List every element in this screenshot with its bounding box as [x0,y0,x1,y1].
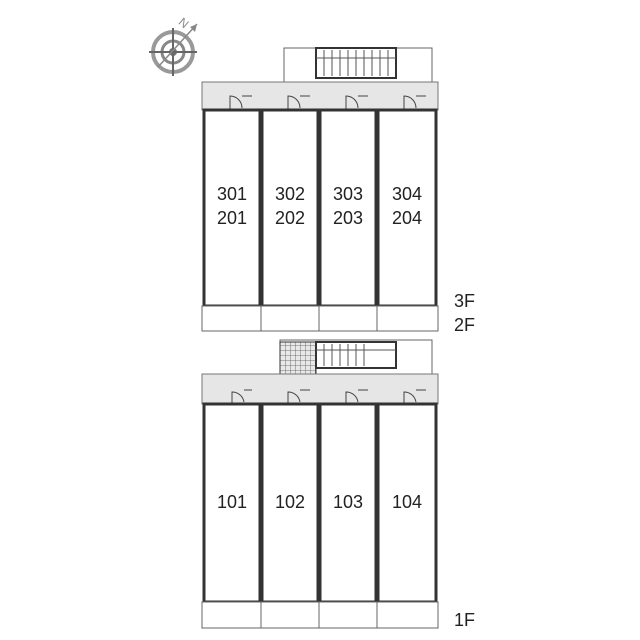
unit-202-label: 202 [275,208,305,228]
unit-box-303 [318,108,378,308]
unit-101-label: 101 [217,492,247,512]
floor-label-1f: 1F [454,610,475,630]
floor-label-3f: 3F [454,291,475,311]
unit-304-label: 304 [392,184,422,204]
upper-stair-treads [316,50,396,76]
lower-door-swings [231,389,426,404]
unit-203-label: 203 [333,208,363,228]
lower-balcony [201,601,439,629]
unit-303-label: 303 [333,184,363,204]
unit-302-label: 302 [275,184,305,204]
unit-204-label: 204 [392,208,422,228]
unit-103-label: 103 [333,492,363,512]
lower-stair-treads [316,344,396,366]
unit-box-301 [202,108,262,308]
unit-201-label: 201 [217,208,247,228]
compass-north-label: N [176,15,192,31]
upper-corridor [201,81,439,111]
lower-stair-grid [279,341,317,375]
upper-balcony [201,305,439,332]
unit-104-label: 104 [392,492,422,512]
unit-box-302 [260,108,320,308]
unit-301-label: 301 [217,184,247,204]
floor-label-2f: 2F [454,315,475,335]
upper-door-swings [229,95,426,110]
unit-102-label: 102 [275,492,305,512]
unit-box-101 [202,402,262,604]
compass-icon [149,23,198,76]
lower-corridor [201,373,439,405]
